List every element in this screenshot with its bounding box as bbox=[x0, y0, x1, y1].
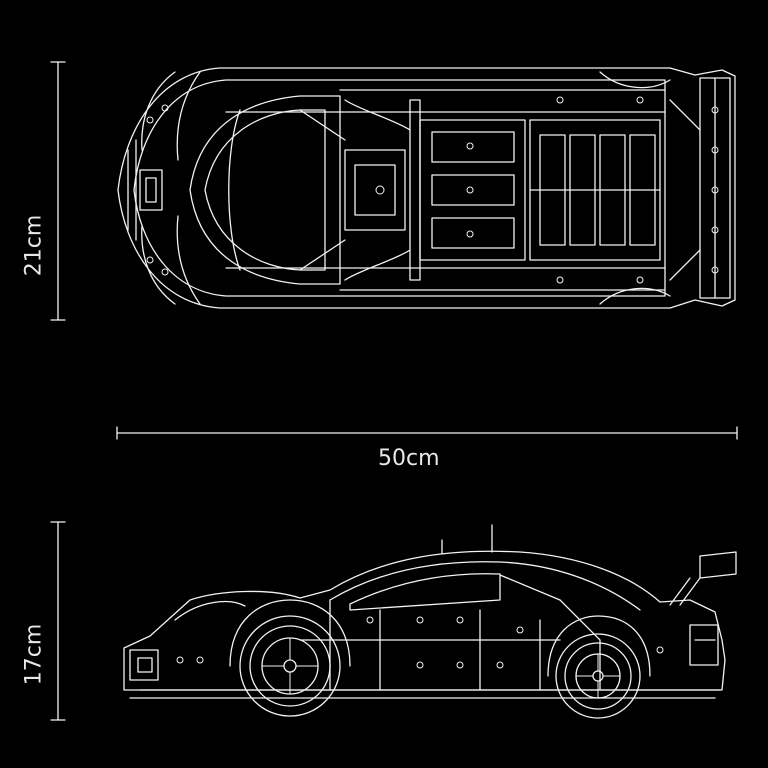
car-top-view bbox=[117, 67, 736, 309]
top-height-label: 21cm bbox=[21, 214, 47, 277]
car-side-view bbox=[123, 524, 737, 719]
dimension-line-top-height bbox=[50, 61, 66, 321]
dimension-line-length bbox=[116, 426, 738, 440]
length-label: 50cm bbox=[378, 446, 440, 471]
side-height-label: 17cm bbox=[21, 623, 47, 686]
dimension-line-side-height bbox=[50, 521, 66, 721]
